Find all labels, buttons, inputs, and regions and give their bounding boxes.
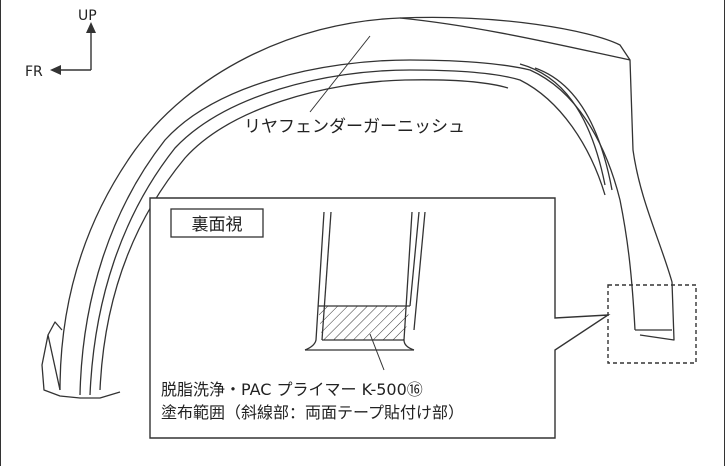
garnish-front-tab: [47, 321, 63, 336]
detail-region-marker: [607, 284, 697, 364]
orientation-indicator: UP FR: [25, 8, 97, 80]
garnish-front-end: [41, 334, 121, 399]
note-line-2: 塗布範囲（斜線部：両面テープ貼付け部）: [161, 403, 464, 422]
garnish-top-ridge: [399, 17, 631, 61]
part-label-leader: [309, 35, 371, 113]
note-line-1: 脱脂洗浄・PAC プライマー K-500⑯: [161, 380, 423, 399]
channel-detail: [304, 211, 426, 351]
garnish-right-strip: [519, 63, 606, 186]
garnish-inner-edge: [79, 59, 636, 396]
part-label: リヤフェンダーガーニッシュ: [244, 117, 465, 137]
garnish-outer-edge: [59, 16, 675, 391]
garnish-inner-lip: [99, 79, 509, 391]
front-label: FR: [25, 64, 43, 80]
hatched-tape-area: [318, 306, 410, 340]
garnish-inner-flange: [89, 69, 606, 396]
up-arrow-icon: [86, 22, 96, 33]
up-label: UP: [78, 8, 97, 24]
hatch-leader: [369, 333, 385, 371]
view-label-box: [170, 208, 264, 238]
fender-garnish-part: [41, 16, 675, 399]
view-label: 裏面視: [192, 214, 243, 235]
garnish-right-strip-2: [534, 67, 613, 191]
front-arrow-icon: [50, 65, 61, 75]
